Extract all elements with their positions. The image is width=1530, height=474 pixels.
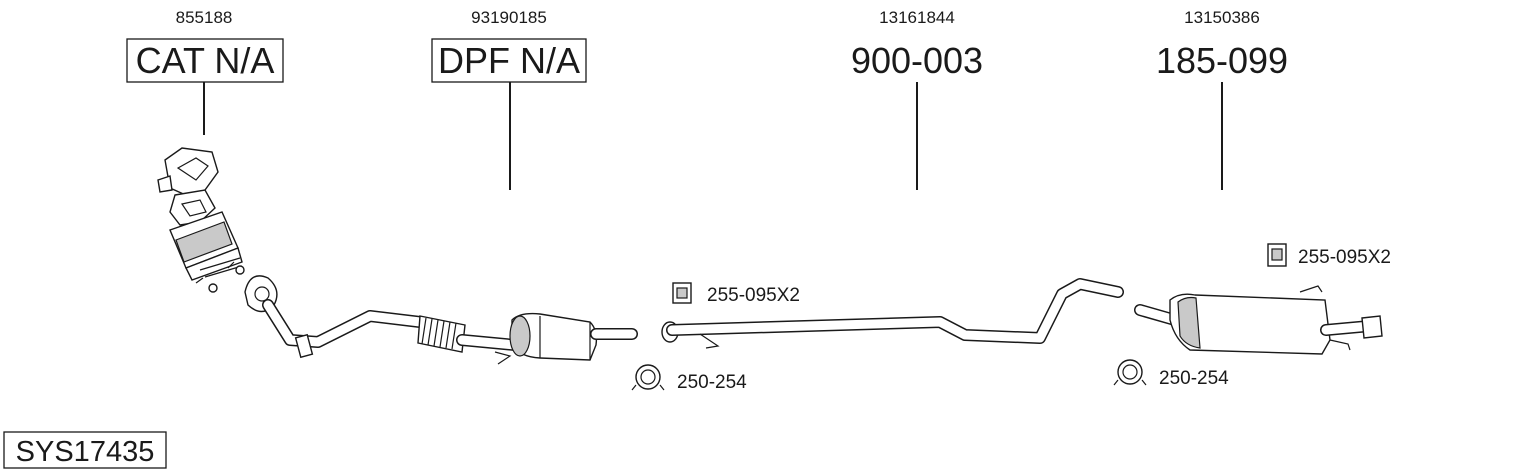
- accessory-code: 250-254: [1159, 368, 1229, 389]
- center-pipe-drawing: [661, 278, 1124, 349]
- accessory-rubber-mount[interactable]: 255-095X2: [1267, 243, 1391, 268]
- part-oem-number: 93190185: [471, 8, 547, 27]
- part-label-box: [126, 38, 284, 83]
- part-rear-muffler[interactable]: 13150386 185-099: [1156, 8, 1288, 190]
- system-id-badge: SYS17435: [3, 431, 167, 469]
- part-catalyst[interactable]: 855188 CAT N/A: [126, 8, 284, 135]
- part-label: DPF N/A: [438, 40, 580, 81]
- part-center-pipe[interactable]: 13161844 900-003: [851, 8, 983, 190]
- accessory-code: 255-095X2: [707, 285, 800, 306]
- system-id: SYS17435: [16, 436, 155, 468]
- part-label: CAT N/A: [136, 40, 275, 81]
- part-dpf[interactable]: 93190185 DPF N/A: [431, 8, 587, 190]
- accessory-code: 250-254: [677, 372, 747, 393]
- rubber-mount-icon: [1267, 243, 1287, 267]
- part-oem-number: 13161844: [879, 8, 955, 27]
- rubber-mount-icon: [672, 282, 692, 304]
- accessory-code: 255-095X2: [1298, 247, 1391, 268]
- part-label: 185-099: [1156, 40, 1288, 81]
- clamp-icon: [1113, 359, 1147, 386]
- catalytic-converter-drawing: [157, 147, 245, 293]
- accessory-clamp[interactable]: 250-254: [631, 364, 747, 393]
- accessory-rubber-mount[interactable]: 255-095X2: [672, 282, 800, 306]
- accessory-clamp[interactable]: 250-254: [1113, 359, 1229, 389]
- part-label: 900-003: [851, 40, 983, 81]
- clamp-icon: [631, 364, 665, 391]
- part-oem-number: 855188: [176, 8, 233, 27]
- part-label-box: [431, 38, 587, 83]
- rear-muffler-drawing: [1134, 285, 1383, 355]
- front-pipe-drawing: [244, 275, 638, 365]
- part-oem-number: 13150386: [1184, 8, 1260, 27]
